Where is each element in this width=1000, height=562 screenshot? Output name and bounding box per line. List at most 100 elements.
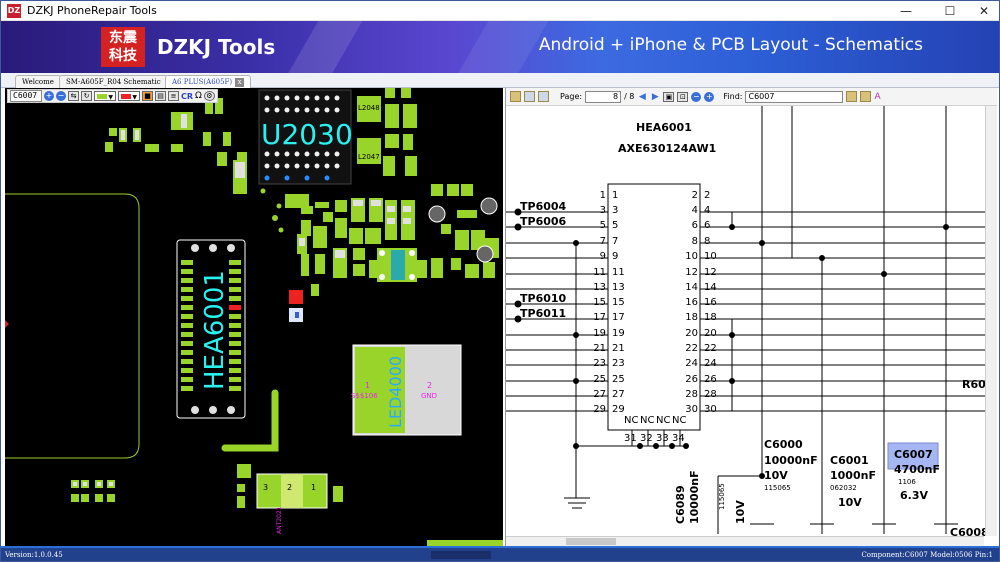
prev-page-icon[interactable]: ◀ — [638, 91, 646, 102]
find-next-icon[interactable] — [860, 91, 872, 102]
minimize-button[interactable]: — — [900, 4, 912, 18]
svg-text:13: 13 — [593, 282, 606, 293]
svg-text:2: 2 — [427, 381, 432, 390]
svg-text:31: 31 — [624, 433, 637, 444]
svg-text:3: 3 — [612, 205, 618, 216]
list-icon[interactable]: ≡ — [168, 91, 179, 101]
svg-text:14: 14 — [685, 282, 698, 293]
tab-schematic[interactable]: SM-A605F_R04 Schematic — [59, 75, 168, 88]
svg-text:3: 3 — [263, 483, 268, 492]
cr-button[interactable]: CR — [181, 91, 194, 101]
svg-text:7: 7 — [600, 236, 606, 247]
schematic-view[interactable]: Page: 8 / 8 ◀ ▶ ▣ ⊡ − + Find: C6007 A HE… — [505, 88, 997, 546]
ant2021-footprint: 3 2 1 ANT2021 — [256, 473, 328, 534]
svg-text:GND: GND — [421, 392, 437, 400]
svg-text:C6008: C6008 — [950, 526, 986, 539]
svg-text:16: 16 — [685, 297, 698, 308]
print-icon[interactable] — [538, 91, 549, 102]
rotate-icon[interactable]: ↻ — [81, 91, 92, 101]
horizontal-scrollbar[interactable] — [506, 536, 984, 546]
document-tabs: Welcome SM-A605F_R04 Schematic A6 PLUS(A… — [1, 73, 999, 88]
find-input[interactable]: C6007 — [745, 90, 844, 103]
svg-text:R60: R60 — [962, 378, 986, 391]
find-label: Find: — [723, 92, 743, 101]
c6007-highlight[interactable] — [887, 442, 939, 470]
schem-zoom-in-icon[interactable]: + — [704, 91, 715, 102]
schem-zoom-out-icon[interactable]: − — [691, 91, 702, 102]
copy-icon[interactable] — [524, 91, 535, 102]
svg-text:10V: 10V — [764, 469, 788, 482]
svg-text:5: 5 — [612, 220, 618, 231]
next-page-icon[interactable]: ▶ — [651, 91, 659, 102]
hea6001-footprint — [176, 239, 246, 419]
title-bar: DZ DZKJ PhoneRepair Tools — ☐ ✕ — [1, 1, 999, 21]
svg-text:32: 32 — [640, 433, 653, 444]
svg-text:2: 2 — [704, 190, 710, 201]
svg-text:21: 21 — [593, 343, 606, 354]
flip-icon[interactable]: ⇆ — [68, 91, 79, 101]
find-prev-icon[interactable] — [846, 91, 858, 102]
fit-width-icon[interactable]: ⊡ — [677, 91, 689, 102]
zoom-in-icon[interactable]: + — [44, 91, 54, 101]
svg-text:S$$106: S$$106 — [351, 392, 378, 400]
svg-text:C6007: C6007 — [894, 448, 933, 461]
svg-text:4: 4 — [704, 205, 710, 216]
text-style-icon[interactable]: A — [874, 91, 881, 102]
svg-text:NC: NC — [624, 415, 638, 426]
tab-pcb-layout[interactable]: A6 PLUS(A605F)x — [165, 75, 252, 88]
pcb-layout-view[interactable]: U2030 L2048 L2047 — [5, 88, 503, 546]
hea6001-pins — [181, 260, 241, 391]
fit-page-icon[interactable]: ▣ — [663, 91, 675, 102]
page-number-input[interactable]: 8 — [585, 90, 622, 103]
svg-text:30: 30 — [685, 404, 698, 415]
svg-text:10000nF: 10000nF — [764, 454, 818, 467]
svg-text:22: 22 — [704, 343, 717, 354]
svg-text:2: 2 — [692, 190, 698, 201]
highlight-color-picker[interactable]: ▼ — [118, 91, 140, 101]
svg-text:4: 4 — [692, 205, 698, 216]
svg-text:12: 12 — [704, 267, 717, 278]
maximize-button[interactable]: ☐ — [944, 4, 956, 18]
zoom-out-icon[interactable]: − — [56, 91, 66, 101]
close-button[interactable]: ✕ — [978, 4, 990, 18]
tab-welcome[interactable]: Welcome — [15, 75, 61, 88]
svg-text:11: 11 — [612, 267, 625, 278]
svg-text:ANT2021: ANT2021 — [276, 506, 283, 534]
svg-text:3: 3 — [600, 205, 606, 216]
pcb-search-input[interactable]: C6007 — [10, 90, 42, 102]
svg-text:13: 13 — [612, 282, 625, 293]
svg-text:115065: 115065 — [764, 484, 791, 492]
svg-text:17: 17 — [593, 312, 606, 323]
u2030-bga-balls — [264, 95, 340, 169]
svg-text:26: 26 — [704, 374, 717, 385]
svg-text:23: 23 — [612, 358, 625, 369]
svg-text:29: 29 — [593, 404, 606, 415]
svg-text:12: 12 — [685, 267, 698, 278]
svg-text:6.3V: 6.3V — [900, 489, 928, 502]
settings-icon[interactable]: ⚙ — [203, 91, 215, 101]
svg-text:18: 18 — [704, 312, 717, 323]
svg-text:C6001: C6001 — [830, 454, 869, 467]
svg-text:1: 1 — [600, 190, 606, 201]
svg-text:8: 8 — [704, 236, 710, 247]
page-total: / 8 — [624, 92, 635, 101]
document-icon[interactable]: ▤ — [155, 91, 166, 101]
svg-text:1106: 1106 — [898, 478, 916, 486]
svg-text:115065: 115065 — [718, 483, 726, 510]
vertical-scrollbar[interactable] — [985, 106, 997, 536]
ohm-button[interactable]: Ω — [195, 91, 202, 101]
version-text: Version:1.0.0.45 — [5, 551, 63, 559]
svg-text:1: 1 — [311, 483, 316, 492]
pcb-view-icon[interactable]: ■ — [142, 91, 153, 101]
svg-text:L2048: L2048 — [358, 104, 380, 112]
svg-text:30: 30 — [704, 404, 717, 415]
tab-close-icon[interactable]: x — [235, 77, 245, 87]
layer-color-picker[interactable]: ▼ — [94, 91, 116, 101]
svg-text:16: 16 — [704, 297, 717, 308]
svg-text:1000nF: 1000nF — [830, 469, 876, 482]
svg-text:24: 24 — [685, 358, 698, 369]
open-file-icon[interactable] — [510, 91, 521, 102]
svg-text:L2047: L2047 — [358, 153, 380, 161]
svg-text:NC: NC — [656, 415, 670, 426]
brand-name: DZKJ Tools — [157, 35, 276, 59]
